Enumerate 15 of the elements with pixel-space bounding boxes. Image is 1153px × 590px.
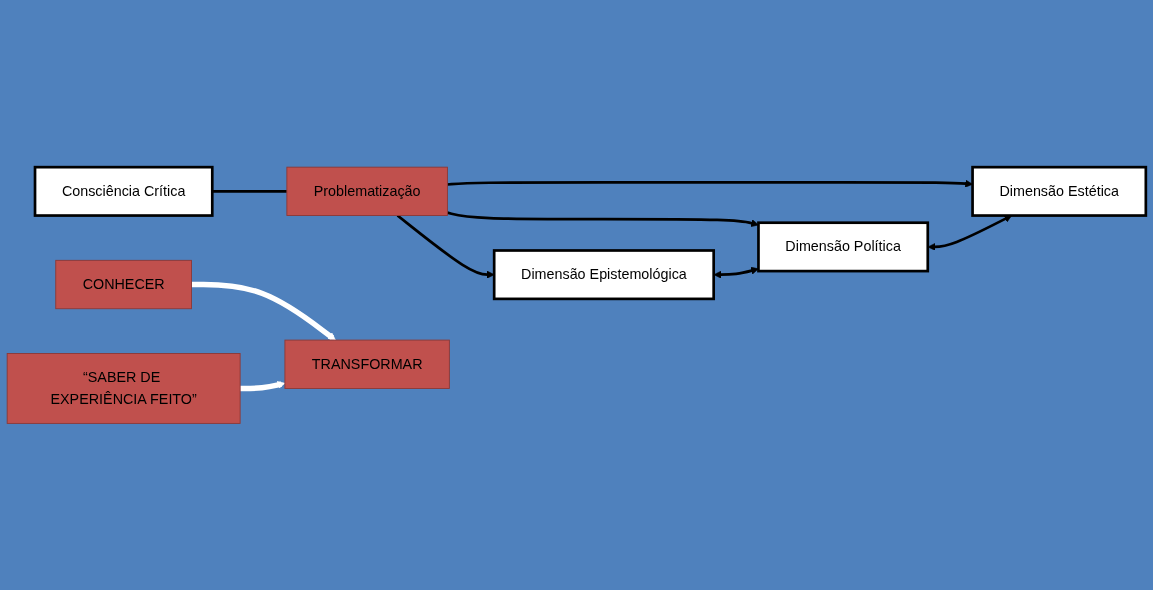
node-box: TRANSFORMAR <box>284 339 450 389</box>
node-box: Dimensão Política <box>757 221 930 273</box>
arrow <box>713 266 759 279</box>
arrow <box>396 214 495 279</box>
node-box: Problematização <box>286 166 448 216</box>
node-box: “SABER DE EXPERIÊNCIA FEITO” <box>6 352 241 424</box>
arrow <box>447 211 759 227</box>
arrow <box>240 380 286 391</box>
arrow <box>191 281 336 341</box>
connector <box>212 189 287 193</box>
node-box: CONHECER <box>55 259 192 309</box>
node-box: Consciência Crítica <box>33 165 214 217</box>
node-box: Dimensão Epistemológica <box>492 248 715 300</box>
node-box: Dimensão Estética <box>971 165 1148 217</box>
arrow <box>447 179 973 188</box>
